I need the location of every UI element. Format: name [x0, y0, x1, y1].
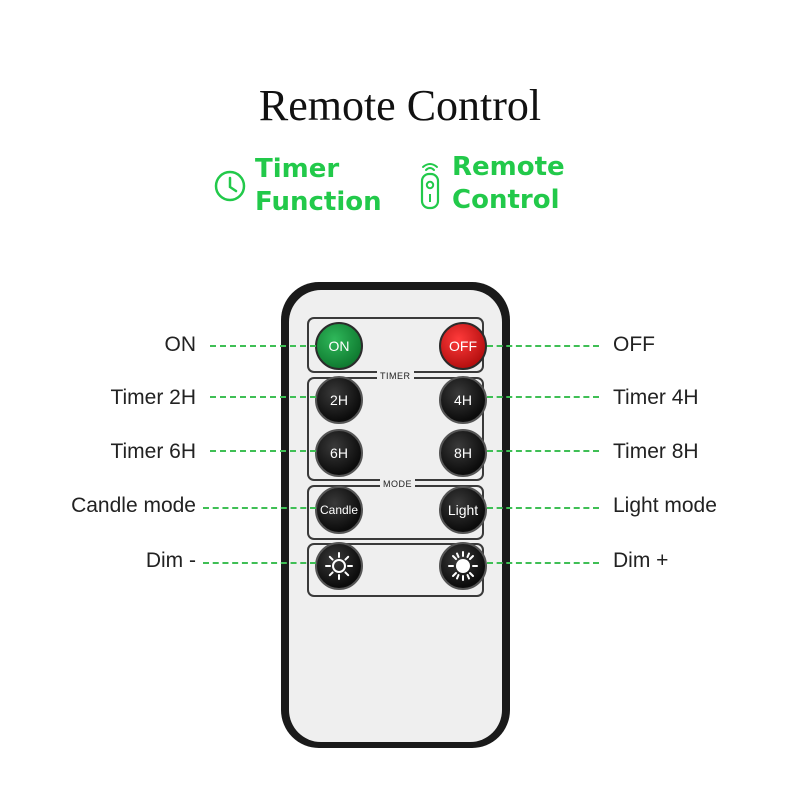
callout-dim-minus: Dim - — [145, 549, 196, 572]
dim-minus-button[interactable] — [315, 542, 363, 590]
candle-mode-button[interactable]: Candle — [315, 486, 363, 534]
remote-control: TIMER MODE ON OFF 2H 4H 6H 8H Candle Lig… — [281, 282, 510, 748]
callout-timer-8h: Timer 8H — [613, 440, 699, 463]
callout-on: ON — [164, 333, 197, 356]
callout-light-mode: Light mode — [613, 494, 717, 517]
leader-line-off — [487, 345, 599, 347]
light-mode-button[interactable]: Light — [439, 486, 487, 534]
off-button[interactable]: OFF — [439, 322, 487, 370]
clock-icon — [214, 170, 246, 202]
callout-timer-4h: Timer 4H — [613, 386, 699, 409]
feature-remote: Remote Control — [418, 151, 565, 217]
feature-timer: Timer Function — [213, 153, 382, 219]
leader-line-timer-8h — [487, 450, 599, 452]
callout-candle-mode: Candle mode — [71, 494, 196, 517]
timer-2h-button[interactable]: 2H — [315, 376, 363, 424]
leader-line-dim-plus — [487, 562, 599, 564]
timer-8h-button[interactable]: 8H — [439, 429, 487, 477]
remote-face: TIMER MODE ON OFF 2H 4H 6H 8H Candle Lig… — [289, 290, 502, 742]
callout-dim-plus: Dim + — [613, 549, 669, 572]
feature-timer-line2: Function — [255, 187, 382, 217]
leader-line-timer-4h — [487, 396, 599, 398]
remote-icon — [420, 163, 440, 210]
leader-line-on — [210, 345, 316, 347]
on-button[interactable]: ON — [315, 322, 363, 370]
feature-remote-line2: Control — [452, 185, 560, 215]
timer-4h-button[interactable]: 4H — [439, 376, 487, 424]
page-title: Remote Control — [258, 81, 542, 130]
dim-minus-sun-icon — [325, 552, 353, 580]
leader-line-candle — [203, 507, 316, 509]
timer-6h-button[interactable]: 6H — [315, 429, 363, 477]
dim-plus-button[interactable] — [439, 542, 487, 590]
callout-timer-2h: Timer 2H — [110, 386, 196, 409]
leader-line-light — [487, 507, 599, 509]
leader-line-timer-2h — [210, 396, 316, 398]
callout-off: OFF — [613, 333, 655, 356]
timer-section-label: TIMER — [377, 371, 414, 381]
feature-timer-line1: Timer — [255, 154, 340, 184]
callout-timer-6h: Timer 6H — [110, 440, 196, 463]
leader-line-dim-minus — [203, 562, 316, 564]
mode-section-label: MODE — [380, 479, 415, 489]
feature-remote-line1: Remote — [452, 152, 565, 182]
leader-line-timer-6h — [210, 450, 316, 452]
dim-plus-sun-icon — [448, 551, 478, 581]
